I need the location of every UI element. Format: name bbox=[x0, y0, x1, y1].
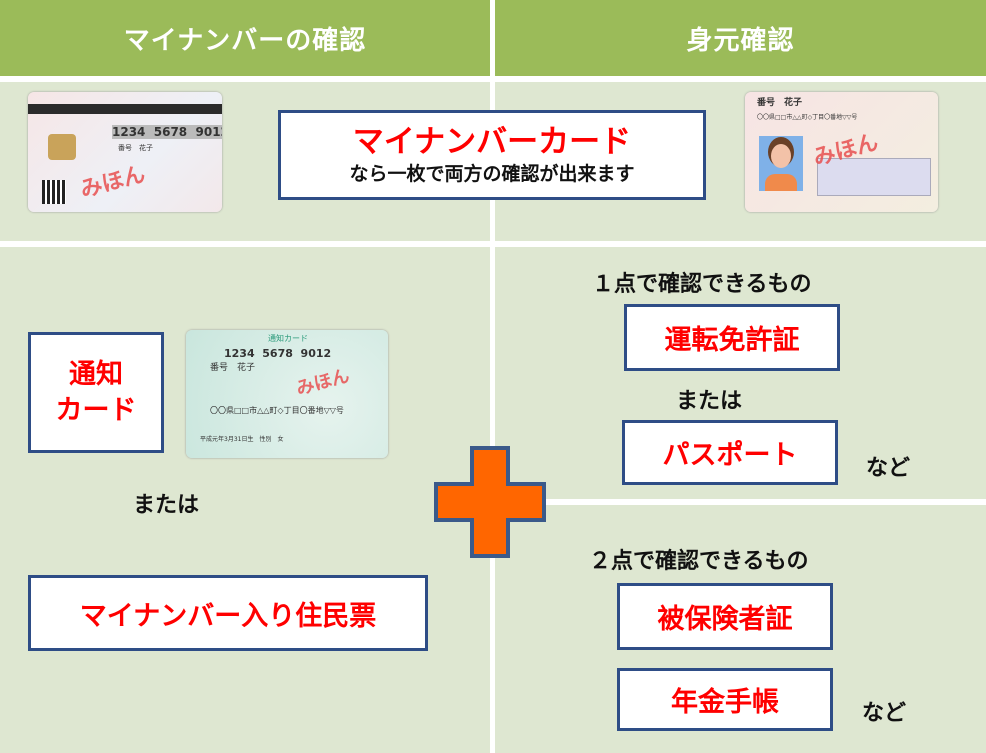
one-point-heading: １点で確認できるもの bbox=[592, 272, 812, 297]
card-birthdate: 平成元年3月31日生 性別 女 bbox=[200, 436, 284, 443]
card-name: 番号 花子 bbox=[210, 363, 256, 373]
card-address: 〇〇県□□市△△町◇丁目〇番地▽▽号 bbox=[210, 406, 344, 415]
card-name: 番号 花子 bbox=[757, 98, 803, 108]
card-address: 〇〇県□□市△△町◇丁目〇番地▽▽号 bbox=[757, 114, 858, 121]
qr-code-icon bbox=[42, 180, 66, 204]
mynumber-card-subtitle: なら一枚で両方の確認が出来ます bbox=[349, 163, 635, 185]
remarks-field bbox=[817, 158, 931, 196]
etc-text-top: など bbox=[866, 456, 911, 481]
notice-card-label-line2: カード bbox=[55, 394, 137, 426]
magnetic-stripe bbox=[28, 104, 222, 114]
pension-book-label: 年金手帳 bbox=[671, 687, 779, 718]
resident-record-box: マイナンバー入り住民票 bbox=[28, 575, 428, 651]
etc-text-bottom: など bbox=[862, 701, 907, 726]
header-identity-check: 身元確認 bbox=[495, 0, 986, 76]
mynumber-card-callout: マイナンバーカード なら一枚で両方の確認が出来ます bbox=[278, 110, 706, 200]
plus-icon bbox=[434, 446, 546, 558]
passport-box: パスポート bbox=[622, 420, 838, 485]
health-insurance-box: 被保険者証 bbox=[617, 583, 833, 650]
two-point-heading: ２点で確認できるもの bbox=[589, 549, 809, 574]
cell-bottom-left bbox=[0, 247, 490, 753]
card-number: 1234 5678 9012 bbox=[224, 347, 332, 360]
notice-card-title: 通知カード bbox=[268, 334, 308, 343]
passport-label: パスポート bbox=[662, 440, 798, 471]
notice-card-image: 通知カード 1234 5678 9012 番号 花子 〇〇県□□市△△町◇丁目〇… bbox=[186, 330, 388, 458]
drivers-license-label: 運転免許証 bbox=[664, 325, 800, 356]
notice-card-label-box: 通知 カード bbox=[28, 332, 164, 453]
header-mynumber-check: マイナンバーの確認 bbox=[0, 0, 490, 76]
sample-stamp: みほん bbox=[77, 161, 148, 204]
drivers-license-box: 運転免許証 bbox=[624, 304, 840, 371]
health-insurance-label: 被保険者証 bbox=[657, 604, 793, 635]
or-text-right: または bbox=[676, 389, 743, 414]
ic-chip-icon bbox=[48, 134, 76, 160]
photo bbox=[759, 136, 803, 191]
mynumber-card-back-image: 1234 5678 9012 番号 花子 みほん bbox=[28, 92, 222, 212]
or-text-left: または bbox=[133, 493, 200, 518]
mynumber-card-title: マイナンバーカード bbox=[352, 124, 632, 160]
sample-stamp: みほん bbox=[294, 365, 352, 400]
card-number: 1234 5678 9012 bbox=[112, 125, 222, 139]
pension-book-box: 年金手帳 bbox=[617, 668, 833, 731]
mynumber-card-front-image: 番号 花子 〇〇県□□市△△町◇丁目〇番地▽▽号 みほん bbox=[745, 92, 938, 212]
card-name: 番号 花子 bbox=[118, 144, 153, 152]
notice-card-label-line1: 通知 bbox=[69, 358, 123, 390]
resident-record-label: マイナンバー入り住民票 bbox=[79, 600, 377, 632]
